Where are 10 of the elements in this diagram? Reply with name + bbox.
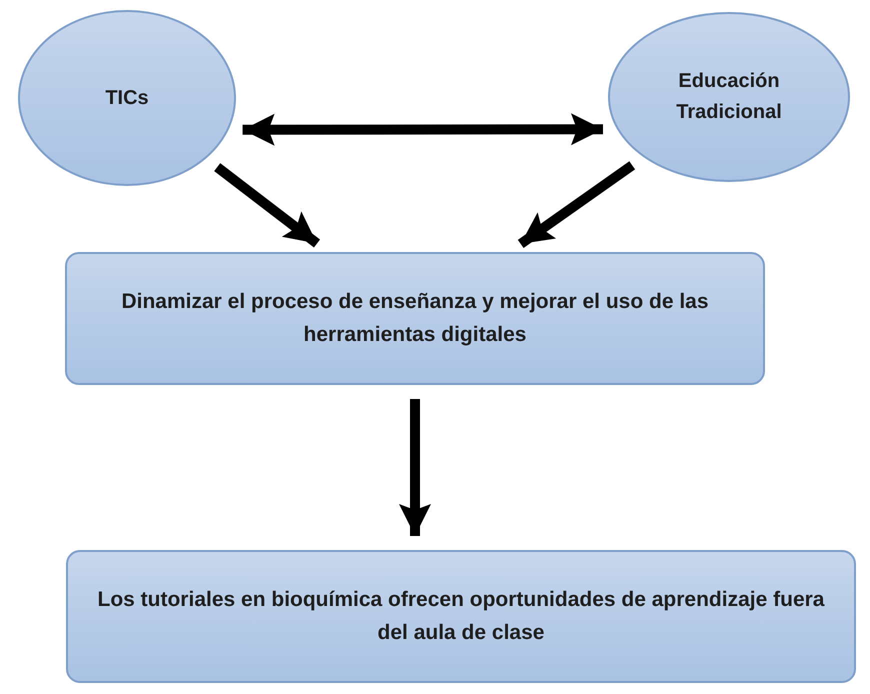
process-box <box>65 252 765 385</box>
arrow <box>214 163 320 248</box>
node-label: Educación Tradicional <box>675 69 783 125</box>
node-label: TICs <box>105 86 149 110</box>
node-label: Dinamizar el proceso de enseñanza y mejorar el uso de las herramientas digitales <box>120 288 710 348</box>
arrow <box>242 113 603 146</box>
arrow <box>518 161 636 248</box>
arrow <box>399 399 431 536</box>
node-label: Los tutoriales en bioquímica ofrecen oportunidades de aprendizaje fuera del aula de clase <box>96 586 826 646</box>
process-box <box>66 550 856 683</box>
